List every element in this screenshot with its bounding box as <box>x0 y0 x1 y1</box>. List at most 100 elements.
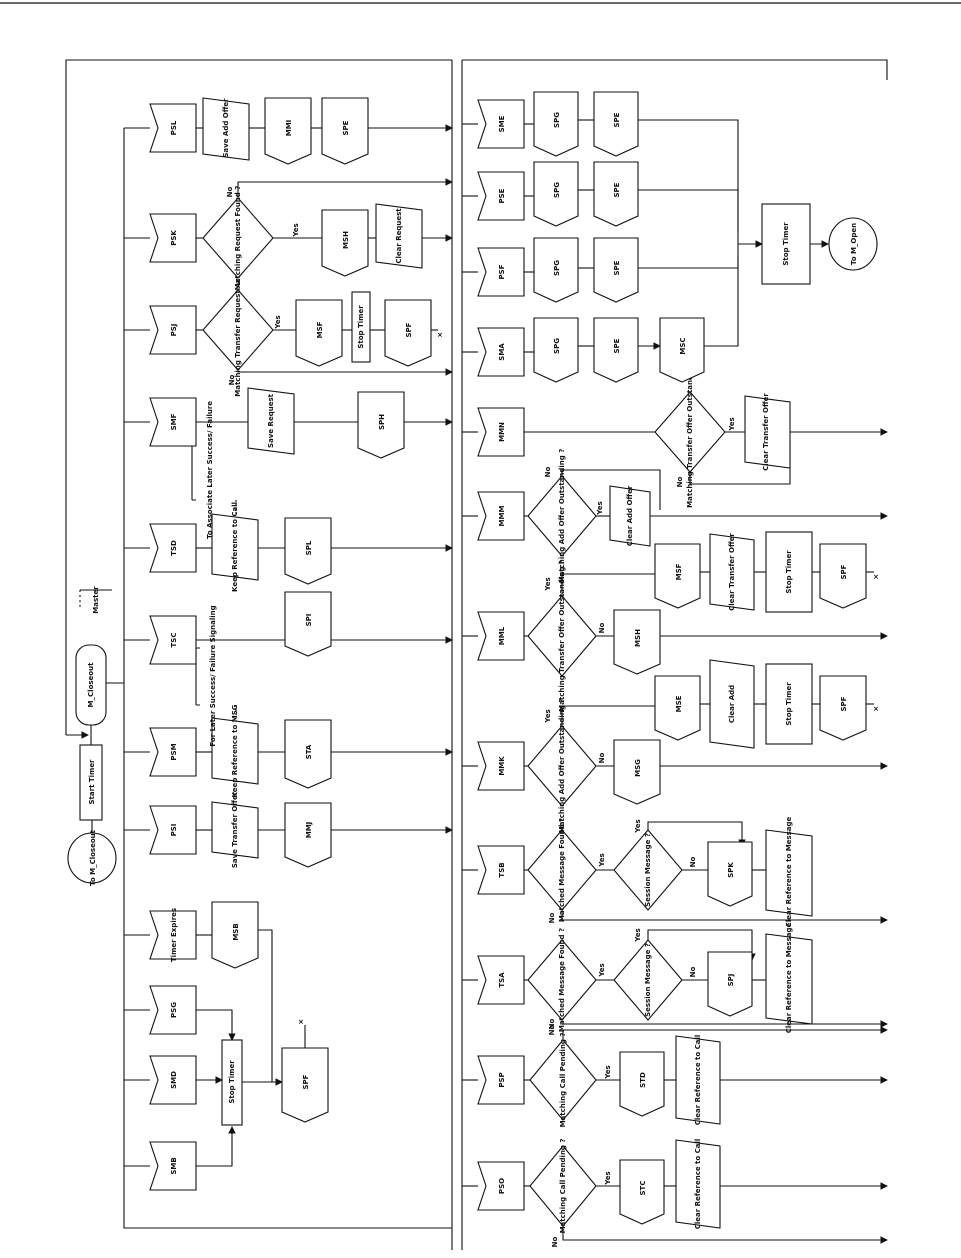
output-spe-pse <box>593 161 639 227</box>
yes-label-k: Yes <box>292 223 300 237</box>
yes-label-j: Yes <box>274 315 282 329</box>
start-timer-label: Start Timer <box>88 759 96 805</box>
output-msh-k-label: MSH <box>342 231 350 249</box>
output-mmj-label: MMJ <box>305 822 313 839</box>
save-add-offer-box <box>202 97 250 161</box>
clear-ref-call-psp <box>675 1035 721 1125</box>
decision-mml <box>527 595 597 677</box>
input-mmk <box>477 741 525 791</box>
to-open-terminal <box>828 217 878 271</box>
input-psj-label: PSJ <box>170 324 178 337</box>
input-psl <box>149 103 197 153</box>
input-smd <box>149 1055 197 1105</box>
no-label-k: No <box>226 186 234 197</box>
decision-tsa-session-label: Session Message ? <box>644 943 652 1017</box>
input-pso-label: PSO <box>498 1178 506 1194</box>
output-spj <box>707 951 753 1017</box>
output-spe-sma-label: SPE <box>613 338 621 353</box>
yes-label-tsb: Yes <box>598 853 606 867</box>
output-spg-sma-label: SPG <box>553 338 561 354</box>
output-spf-mmk-label: SPF <box>840 696 848 711</box>
clear-add-label: Clear Add <box>728 685 736 723</box>
output-spg-sme <box>533 91 579 157</box>
output-stc-label: STC <box>639 1181 647 1196</box>
output-std <box>619 1051 665 1117</box>
decision-mmn-label: Matching Transfer Offer Outstanding ? <box>686 356 694 508</box>
no-label-tsb: No <box>548 912 556 923</box>
output-sta <box>284 719 332 789</box>
save-transfer-offer-label: Save Transfer Offer <box>231 791 239 868</box>
input-tsd <box>149 523 197 573</box>
clear-ref-msg-tsa-label: Clear Reference to Message <box>785 923 793 1034</box>
clear-request-box <box>375 203 423 269</box>
stop-timer-j <box>351 291 371 363</box>
output-msg <box>613 739 661 805</box>
input-psg-label: PSG <box>170 1002 178 1018</box>
input-pso <box>477 1161 525 1211</box>
output-stc <box>619 1159 665 1225</box>
decision-mmk-label: Matching Add Offer Outstanding ? <box>558 699 566 834</box>
output-spf-mml-label: SPF <box>840 564 848 579</box>
input-smf <box>149 397 197 447</box>
m-closeout-state <box>75 644 107 726</box>
input-sma-label: SMA <box>498 343 506 361</box>
input-mmm-label: MMM <box>498 506 506 527</box>
output-spf-j-label: SPF <box>405 322 413 337</box>
yes-label-tsa: Yes <box>598 963 606 977</box>
clear-ref-call-pso <box>675 1139 721 1229</box>
right-panel: PSO Matching Call Pending ? Yes No STC C… <box>461 59 888 1250</box>
output-msh <box>613 609 661 675</box>
save-transfer-offer-box <box>211 801 259 859</box>
input-smb <box>149 1141 197 1191</box>
input-mml <box>477 611 525 661</box>
output-spe-sme-label: SPE <box>613 112 621 127</box>
output-std-label: STD <box>639 1072 647 1088</box>
input-mmk-label: MMK <box>498 756 506 776</box>
output-sta-label: STA <box>305 744 313 759</box>
stop-timer-mmk <box>765 663 813 745</box>
no-label-mml: No <box>598 622 606 633</box>
output-spk <box>707 841 753 907</box>
input-tsc <box>149 615 197 665</box>
output-spe-sma <box>593 317 639 383</box>
yes-label-tsb-session: Yes <box>634 819 642 833</box>
clear-ref-msg-tsb <box>765 829 813 917</box>
clear-add-offer-label: Clear Add Offer <box>626 485 634 546</box>
input-psm <box>149 727 197 777</box>
clear-add-box <box>709 659 755 749</box>
output-spg-sma <box>533 317 579 383</box>
input-psk <box>149 213 197 263</box>
output-msf <box>654 543 701 609</box>
yes-label-mmn: Yes <box>728 417 736 431</box>
output-spf-mmk <box>819 675 867 741</box>
decision-mtra-label: Matching Transfer Request Active <box>234 263 242 397</box>
clear-add-offer-box <box>609 485 651 547</box>
decision-psp <box>529 1039 597 1121</box>
input-tsb-label: TSB <box>498 862 506 877</box>
clear-request-label: Clear Request <box>395 208 403 264</box>
output-spf-left <box>281 1047 329 1123</box>
input-psp <box>477 1055 525 1105</box>
yes-label-mml: Yes <box>544 577 552 591</box>
input-sme <box>477 99 525 149</box>
output-mmi-label: MMI <box>285 120 293 137</box>
input-sma <box>477 327 525 377</box>
decision-tsb-found-label: Matched Message Found ? <box>558 818 566 922</box>
input-timer-expires <box>149 910 197 960</box>
output-spg-psf <box>533 237 579 303</box>
stop-timer-mml-label: Stop Timer <box>785 550 793 594</box>
decision-mmm <box>527 475 597 557</box>
no-label-psp: No <box>548 1024 556 1035</box>
decision-psp-label: Matching Call Pending ? <box>559 1033 567 1128</box>
output-spl <box>284 517 332 585</box>
output-msc <box>659 317 705 383</box>
decision-tsa-found-label: Matched Message Found ? <box>558 928 566 1032</box>
no-label-mmm: No <box>544 466 552 477</box>
input-psf-label: PSF <box>498 264 506 279</box>
output-spe-l <box>321 97 369 165</box>
output-spf-left-label: SPF <box>302 1074 310 1089</box>
input-tsb <box>477 845 525 895</box>
no-label-tsa-session: No <box>689 966 697 977</box>
for-later-note: For Later Success/ Failure Signaling <box>209 605 217 746</box>
stop-timer-mmk-label: Stop Timer <box>785 682 793 726</box>
